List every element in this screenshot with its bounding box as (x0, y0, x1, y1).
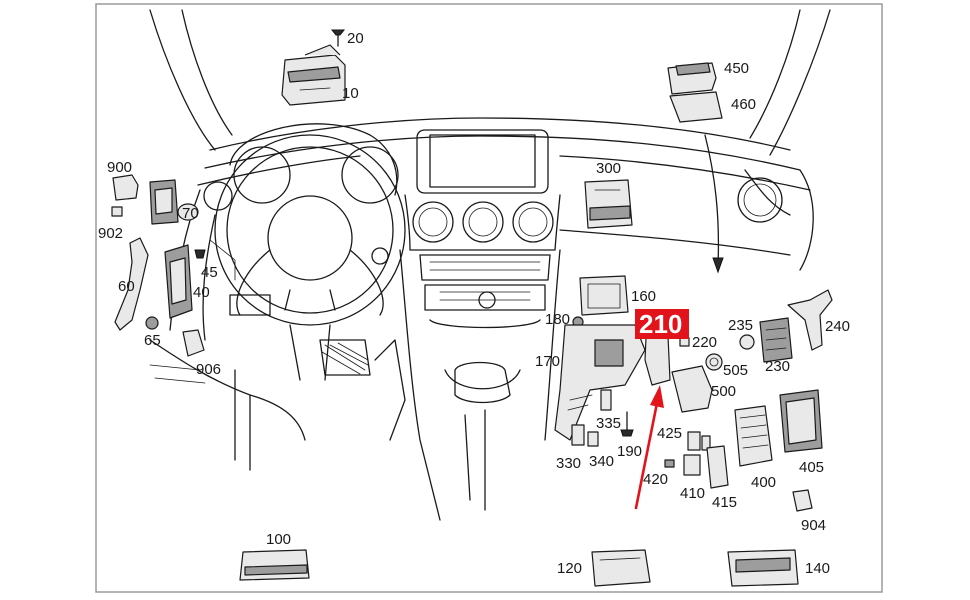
callout-900: 900 (107, 159, 132, 176)
callout-330: 330 (556, 455, 581, 472)
callout-425: 425 (657, 425, 682, 442)
highlight-210-box (635, 309, 689, 339)
callout-180: 180 (545, 311, 570, 328)
part-425-fuses (687, 431, 711, 451)
callout-40: 40 (193, 284, 210, 301)
callout-335: 335 (596, 415, 621, 432)
callout-500: 500 (711, 383, 736, 400)
part-500-control-module (671, 365, 713, 413)
part-170-bracket (554, 324, 646, 441)
part-65-nut (145, 316, 159, 330)
part-10-overhead-unit (281, 44, 346, 106)
part-420-fuse (664, 459, 675, 468)
part-20-screw (330, 29, 346, 47)
part-415-fuse-strip (706, 445, 729, 489)
part-220-clip (679, 337, 690, 347)
part-230-control-unit (759, 317, 793, 363)
callout-20: 20 (347, 30, 364, 47)
part-70-fuse-box (149, 179, 199, 225)
part-160-control-unit (579, 275, 629, 316)
part-335-clip (600, 389, 612, 411)
part-330-340-small-parts (571, 424, 599, 447)
callout-450: 450 (724, 60, 749, 77)
part-400-fuse-box (734, 405, 773, 467)
callout-460: 460 (731, 96, 756, 113)
callout-505: 505 (723, 362, 748, 379)
callout-120: 120 (557, 560, 582, 577)
part-460-trim (669, 91, 723, 123)
callout-415: 415 (712, 494, 737, 511)
dashboard-outline (149, 9, 831, 521)
callout-170: 170 (535, 353, 560, 370)
callout-906: 906 (196, 361, 221, 378)
callout-235: 235 (728, 317, 753, 334)
callout-400: 400 (751, 474, 776, 491)
part-906-connector (182, 329, 205, 357)
callout-240: 240 (825, 318, 850, 335)
callout-60: 60 (118, 278, 135, 295)
part-410-relay (683, 454, 701, 476)
part-904-connector (792, 489, 813, 512)
diagram-frame (95, 3, 883, 593)
part-505-grommet (705, 353, 723, 371)
callout-65: 65 (144, 332, 161, 349)
part-405-fuse-box (779, 389, 823, 453)
highlight-210: 210 (635, 309, 689, 339)
callout-904: 904 (801, 517, 826, 534)
highlight-arrow (634, 385, 664, 510)
part-60-bracket (114, 237, 149, 331)
callout-300: 300 (596, 160, 621, 177)
part-45-screw (194, 249, 206, 259)
highlight-210-label: 210 (639, 309, 682, 339)
part-450-switch-unit (667, 62, 717, 95)
callout-190: 190 (617, 443, 642, 460)
part-240-bracket (787, 289, 833, 351)
arrow-460-to-dash (704, 134, 720, 266)
part-300-control-module (584, 179, 633, 229)
callout-140: 140 (805, 560, 830, 577)
callout-labels: 20 10 450 460 900 70 902 300 45 60 40 65… (98, 30, 850, 577)
callout-902: 902 (98, 225, 123, 242)
part-40-fuse-box (164, 244, 193, 319)
callout-220: 220 (692, 334, 717, 351)
callout-405: 405 (799, 459, 824, 476)
callout-420: 420 (643, 471, 668, 488)
highlight-arrow-head (650, 385, 664, 408)
callout-160: 160 (631, 288, 656, 305)
callout-10: 10 (342, 85, 359, 102)
part-235-grommet (739, 334, 755, 350)
callout-230: 230 (765, 358, 790, 375)
callout-410: 410 (680, 485, 705, 502)
callout-70: 70 (182, 205, 199, 222)
part-900-relay (112, 174, 139, 201)
part-140-control-unit (727, 549, 799, 587)
part-902-clip (111, 206, 123, 217)
callout-100: 100 (266, 531, 291, 548)
callout-45: 45 (201, 264, 218, 281)
part-190-screw (620, 411, 634, 437)
part-120-control-unit (591, 549, 651, 587)
arrow-head (712, 257, 724, 274)
callout-340: 340 (589, 453, 614, 470)
part-100-module (239, 549, 310, 581)
